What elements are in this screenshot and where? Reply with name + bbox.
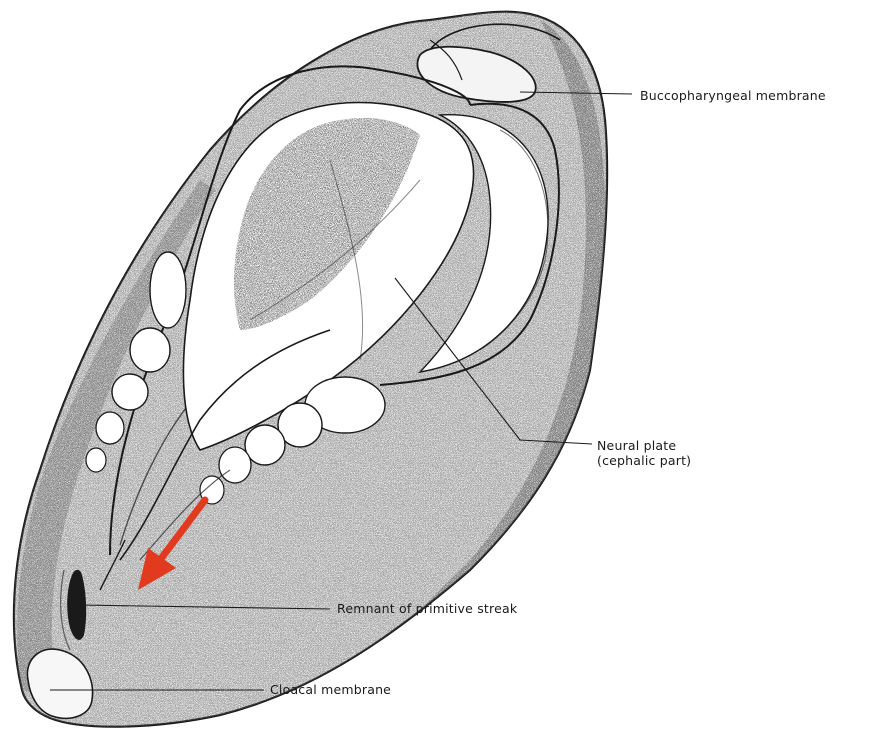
label-neural-plate-line1: Neural plate: [597, 438, 691, 453]
label-buccopharyngeal-membrane: Buccopharyngeal membrane: [640, 88, 826, 103]
label-neural-plate-line2: (cephalic part): [597, 453, 691, 468]
label-neural-plate: Neural plate (cephalic part): [597, 438, 691, 468]
label-remnant-primitive-streak: Remnant of primitive streak: [337, 601, 517, 616]
label-cloacal-membrane: Cloacal membrane: [270, 682, 391, 697]
